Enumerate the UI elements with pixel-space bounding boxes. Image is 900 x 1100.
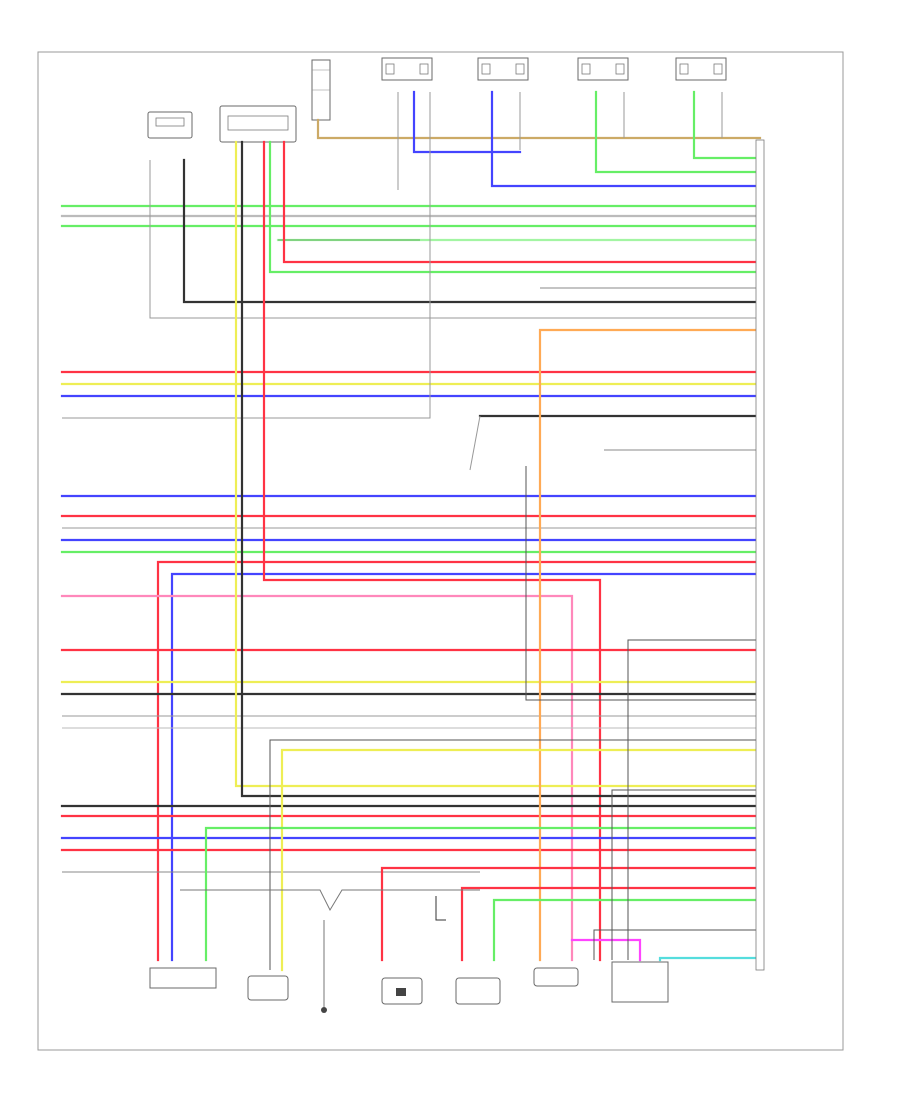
top-fuse-block: [311, 59, 331, 121]
injector-group-2: [477, 57, 529, 81]
injector-group-3: [577, 57, 629, 81]
bottom-module-connector: [611, 961, 669, 1003]
bottom-sensor-2: [381, 977, 423, 1005]
bottom-ground-point: [321, 920, 327, 1013]
injector-group-1: [381, 57, 433, 81]
injector-group-4: [675, 57, 727, 81]
ecm-connector-right: [755, 139, 765, 971]
top-control-module: [219, 105, 297, 143]
horizontal-harness: [60, 140, 762, 962]
bottom-sensor-4: [533, 967, 579, 987]
bottom-sensor-1: [247, 975, 289, 1001]
injector-feed-wires: [316, 90, 762, 190]
bottom-left-module: [149, 967, 217, 989]
diagram-frame: [37, 51, 844, 1051]
bottom-sensor-3: [455, 977, 501, 1005]
vertical-harness: [180, 140, 762, 972]
top-left-sensor: [147, 111, 193, 139]
